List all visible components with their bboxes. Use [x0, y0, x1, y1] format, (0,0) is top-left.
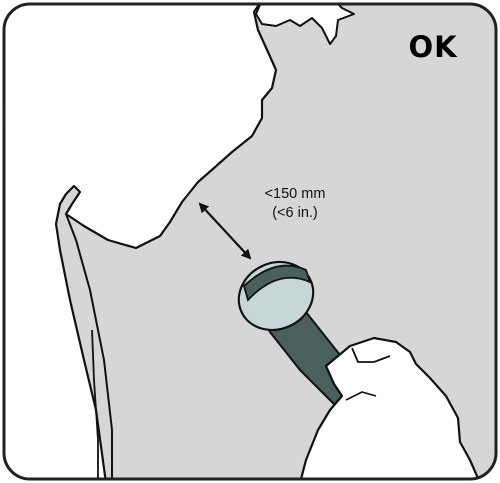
status-label: OK [388, 30, 478, 64]
distance-imperial: (<6 in.) [240, 204, 350, 223]
distance-metric: <150 mm [240, 185, 350, 204]
distance-label: <150 mm (<6 in.) [240, 185, 350, 223]
